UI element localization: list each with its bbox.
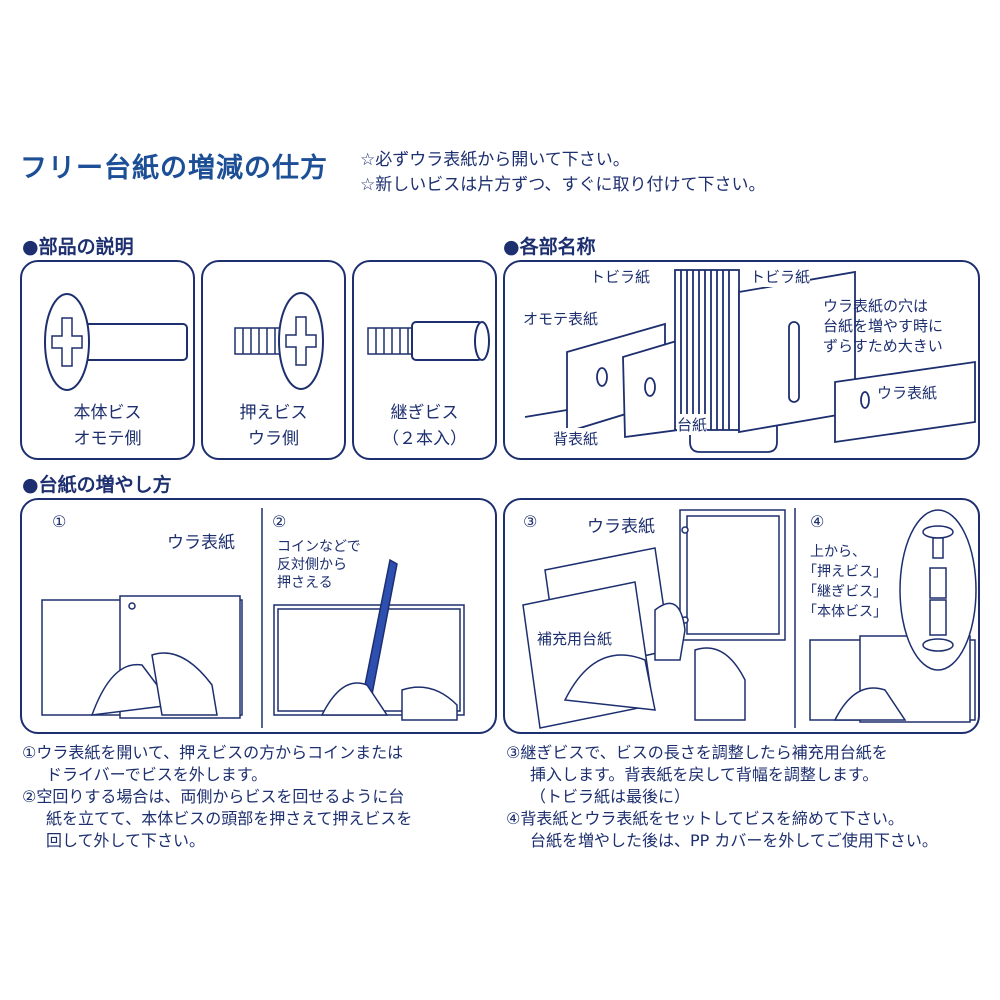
part-card-joint-screw: 継ぎビス （２本入） [352, 260, 497, 460]
part-name-3: 継ぎビス [390, 403, 459, 423]
parts-heading: ●部品の説明 [22, 236, 134, 258]
names-diagram: トビラ紙 トビラ紙 オモテ表紙 ウラ表紙の穴は 台紙を増やす時に ずらすため大き… [503, 260, 980, 460]
steps-3-4-illustration [522, 508, 977, 729]
label-omote: オモテ表紙 [523, 308, 599, 329]
part-side-2: ウラ側 [248, 429, 299, 449]
step-1-number: ① [52, 512, 67, 531]
step-2-number: ② [272, 512, 287, 531]
names-heading: ●各部名称 [503, 236, 596, 258]
step-3-label-2: 補充用台紙 [537, 630, 613, 648]
album-structure-diagram [524, 269, 976, 453]
part-card-main-screw: 本体ビス オモテ側 [20, 260, 195, 460]
note-1: ☆必ずウラ表紙から開いて下さい。 [360, 150, 630, 170]
label-tobira-left: トビラ紙 [590, 266, 651, 287]
step-4-number: ④ [810, 512, 825, 531]
page-title: フリー台紙の増減の仕方 [20, 153, 328, 184]
joint-screw-icon [367, 321, 490, 361]
step-3-label: ウラ表紙 [587, 512, 655, 537]
part-card-press-screw: 押えビス ウラ側 [201, 260, 346, 460]
howto-panel-right: ③ ウラ表紙 補充用台紙 ④ 上から、 ｢押えビス｣ ｢継ぎビス｣ ｢本体ビス｣ [503, 498, 980, 734]
label-hole-note: ウラ表紙の穴は 台紙を増やす時に ずらすため大きい [823, 297, 944, 355]
step-4-label: 上から、 ｢押えビス｣ ｢継ぎビス｣ ｢本体ビス｣ [810, 544, 880, 620]
press-screw-icon [234, 292, 324, 390]
howto-heading: ●台紙の増やし方 [22, 474, 172, 496]
part-side-1: オモテ側 [73, 429, 142, 449]
step-3-number: ③ [523, 512, 538, 531]
step-2-label: コインなどで 反対側から 押さえる [277, 539, 361, 591]
note-2: ☆新しいビスは片方ずつ、すぐに取り付けて下さい。 [360, 175, 766, 195]
howto-panel-left: ① ウラ表紙 ② コインなどで 反対側から 押さえる [20, 498, 497, 734]
label-sebyoushi: 背表紙 [553, 428, 599, 449]
main-screw-icon [44, 293, 188, 391]
instructions-right: ③継ぎビスで、ビスの長さを調整したら補充用台紙を 挿入します。背表紙を戻して背幅… [506, 743, 938, 850]
part-side-3: （２本入） [382, 429, 467, 449]
label-tobira-right: トビラ紙 [750, 266, 811, 287]
part-name-1: 本体ビス [73, 403, 142, 423]
step-1-label: ウラ表紙 [167, 528, 235, 553]
instructions-left: ①ウラ表紙を開いて、押えビスの方からコインまたは ドライバーでビスを外します。 … [22, 743, 413, 850]
label-daishi: 台紙 [677, 414, 708, 435]
steps-1-2-illustration [41, 508, 465, 728]
label-ura: ウラ表紙 [877, 382, 938, 403]
part-name-2: 押えビス [239, 403, 308, 423]
